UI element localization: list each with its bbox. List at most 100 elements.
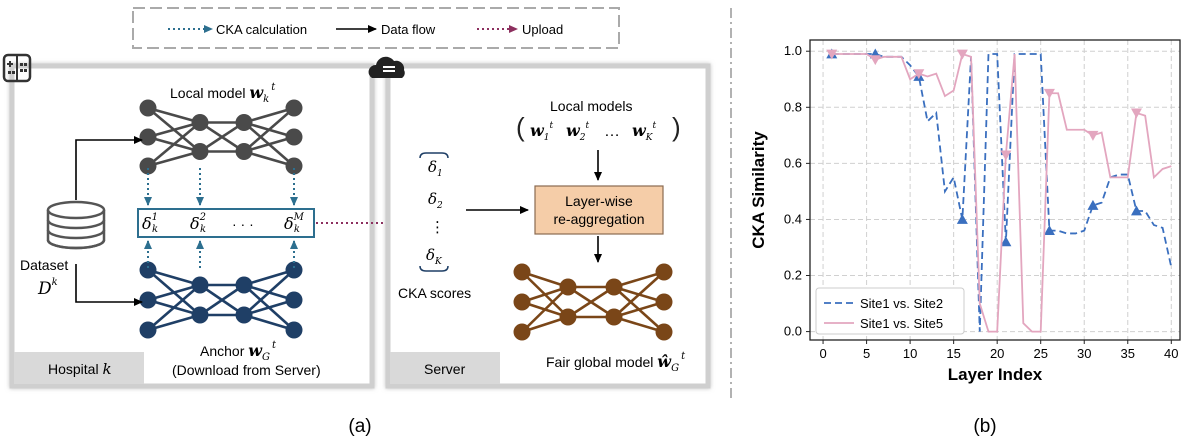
plot-frame <box>809 39 1181 341</box>
dataset-label: Dataset <box>20 257 68 273</box>
fair-global-model-node <box>655 323 673 341</box>
server-tab-label: Server <box>424 361 466 377</box>
series-1-marker <box>1130 205 1142 216</box>
anchor-model-node <box>285 291 303 309</box>
anchor-model-network <box>139 261 303 339</box>
local-model-node <box>139 128 157 146</box>
svg-text:…: … <box>604 123 620 140</box>
local-model-node <box>191 114 209 131</box>
hospital-tab <box>14 352 144 384</box>
x-tick-label: 35 <box>1121 346 1135 361</box>
local-model-edge <box>147 121 201 167</box>
series-2-marker <box>1087 130 1099 141</box>
fair-global-model-node <box>655 263 673 281</box>
local-model-edge <box>147 121 201 139</box>
svg-text:w1t: w1t <box>530 121 554 143</box>
anchor-model-node <box>285 261 303 279</box>
cka-scores-label: CKA scores <box>398 285 471 301</box>
x-tick-label: 40 <box>1164 346 1178 361</box>
anchor-model-node <box>191 306 209 324</box>
fair-global-model-node <box>559 308 577 326</box>
local-models-label: Local models <box>550 98 633 114</box>
y-tick-label: 1.0 <box>784 43 802 58</box>
fair-global-label: Fair global model ŵGt <box>546 351 686 374</box>
aggregation-line2: re-aggregation <box>553 211 644 227</box>
local-model-node <box>191 143 209 160</box>
legend-upload-label: Upload <box>522 22 563 37</box>
x-tick-label: 25 <box>1033 346 1047 361</box>
database-icon <box>46 200 106 250</box>
fair-global-model-node <box>655 293 673 311</box>
svg-text:wKt: wKt <box>632 121 657 143</box>
series-2-marker <box>1043 88 1055 99</box>
svg-text:): ) <box>672 112 681 142</box>
x-tick-label: 15 <box>946 346 960 361</box>
dataset-symbol: Dk <box>37 277 58 299</box>
local-model-edge <box>243 107 295 153</box>
fair-global-model-node <box>513 323 531 341</box>
legend-flow-label: Data flow <box>381 22 436 37</box>
series-2-marker <box>956 49 968 60</box>
fair-global-model-edge <box>613 270 665 289</box>
anchor-model-node <box>139 291 157 309</box>
aggregation-line1: Layer-wise <box>565 193 633 209</box>
series-2-marker <box>913 69 925 80</box>
local-model-label: Local model wkt <box>170 82 276 105</box>
anchor-model-node <box>139 321 157 339</box>
x-tick-label: 10 <box>903 346 917 361</box>
anchor-model-edge <box>243 268 295 287</box>
x-tick-label: 5 <box>863 346 870 361</box>
fair-global-model-edge <box>567 285 615 319</box>
legend-entry-2: Site1 vs. Site5 <box>860 316 943 331</box>
anchor-model-edge <box>243 313 295 332</box>
cka-delta-bar <box>137 208 315 238</box>
local-model-edge <box>147 150 201 168</box>
local-model-node <box>285 99 303 117</box>
svg-text:δ1: δ1 <box>428 158 443 179</box>
hospital-icon <box>2 53 32 83</box>
anchor-model-node <box>139 261 157 279</box>
y-tick-label: 0.2 <box>784 268 802 283</box>
local-model-edge <box>199 121 245 153</box>
series-2-marker <box>1000 150 1012 161</box>
y-tick-label: 0.8 <box>784 99 802 114</box>
fair-global-model-edge <box>613 271 665 318</box>
anchor-model-node <box>191 276 209 294</box>
local-model-node <box>235 143 253 160</box>
cloud-icon <box>368 56 405 78</box>
y-tick-label: 0.4 <box>784 211 802 226</box>
fair-global-model-edge <box>613 315 665 334</box>
local-model-edge <box>243 106 295 124</box>
y-tick-label: 0.0 <box>784 324 802 339</box>
legend-cka-label: CKA calculation <box>216 22 307 37</box>
legend-box: CKA calculation Data flow Upload <box>132 7 620 49</box>
y-tick-label: 0.6 <box>784 155 802 170</box>
svg-text:w2t: w2t <box>566 121 590 143</box>
local-model-node <box>235 114 253 131</box>
fair-global-network <box>513 263 673 341</box>
series-1-marker <box>956 213 968 224</box>
local-model-edge <box>147 106 201 124</box>
anchor-model-edge <box>147 313 201 332</box>
anchor-model-edge <box>147 268 201 287</box>
local-model-node <box>285 128 303 146</box>
fair-global-model-edge <box>613 300 665 319</box>
cka-scores-column: δ1 δ2 ⋮ δK <box>419 152 449 272</box>
caption-b: (b) <box>973 416 996 437</box>
anchor-label: Anchor wGt <box>200 340 277 363</box>
series-1-marker <box>1043 225 1055 236</box>
caption-a: (a) <box>348 416 371 437</box>
series-1-marker <box>1000 236 1012 247</box>
anchor-model-node <box>235 306 253 324</box>
anchor-model-edge <box>199 283 245 317</box>
svg-text:(: ( <box>516 112 525 142</box>
fair-global-model-node <box>559 278 577 296</box>
anchor-model-edge <box>243 269 295 316</box>
anchor-model-node <box>235 276 253 294</box>
server-tab <box>390 352 500 384</box>
